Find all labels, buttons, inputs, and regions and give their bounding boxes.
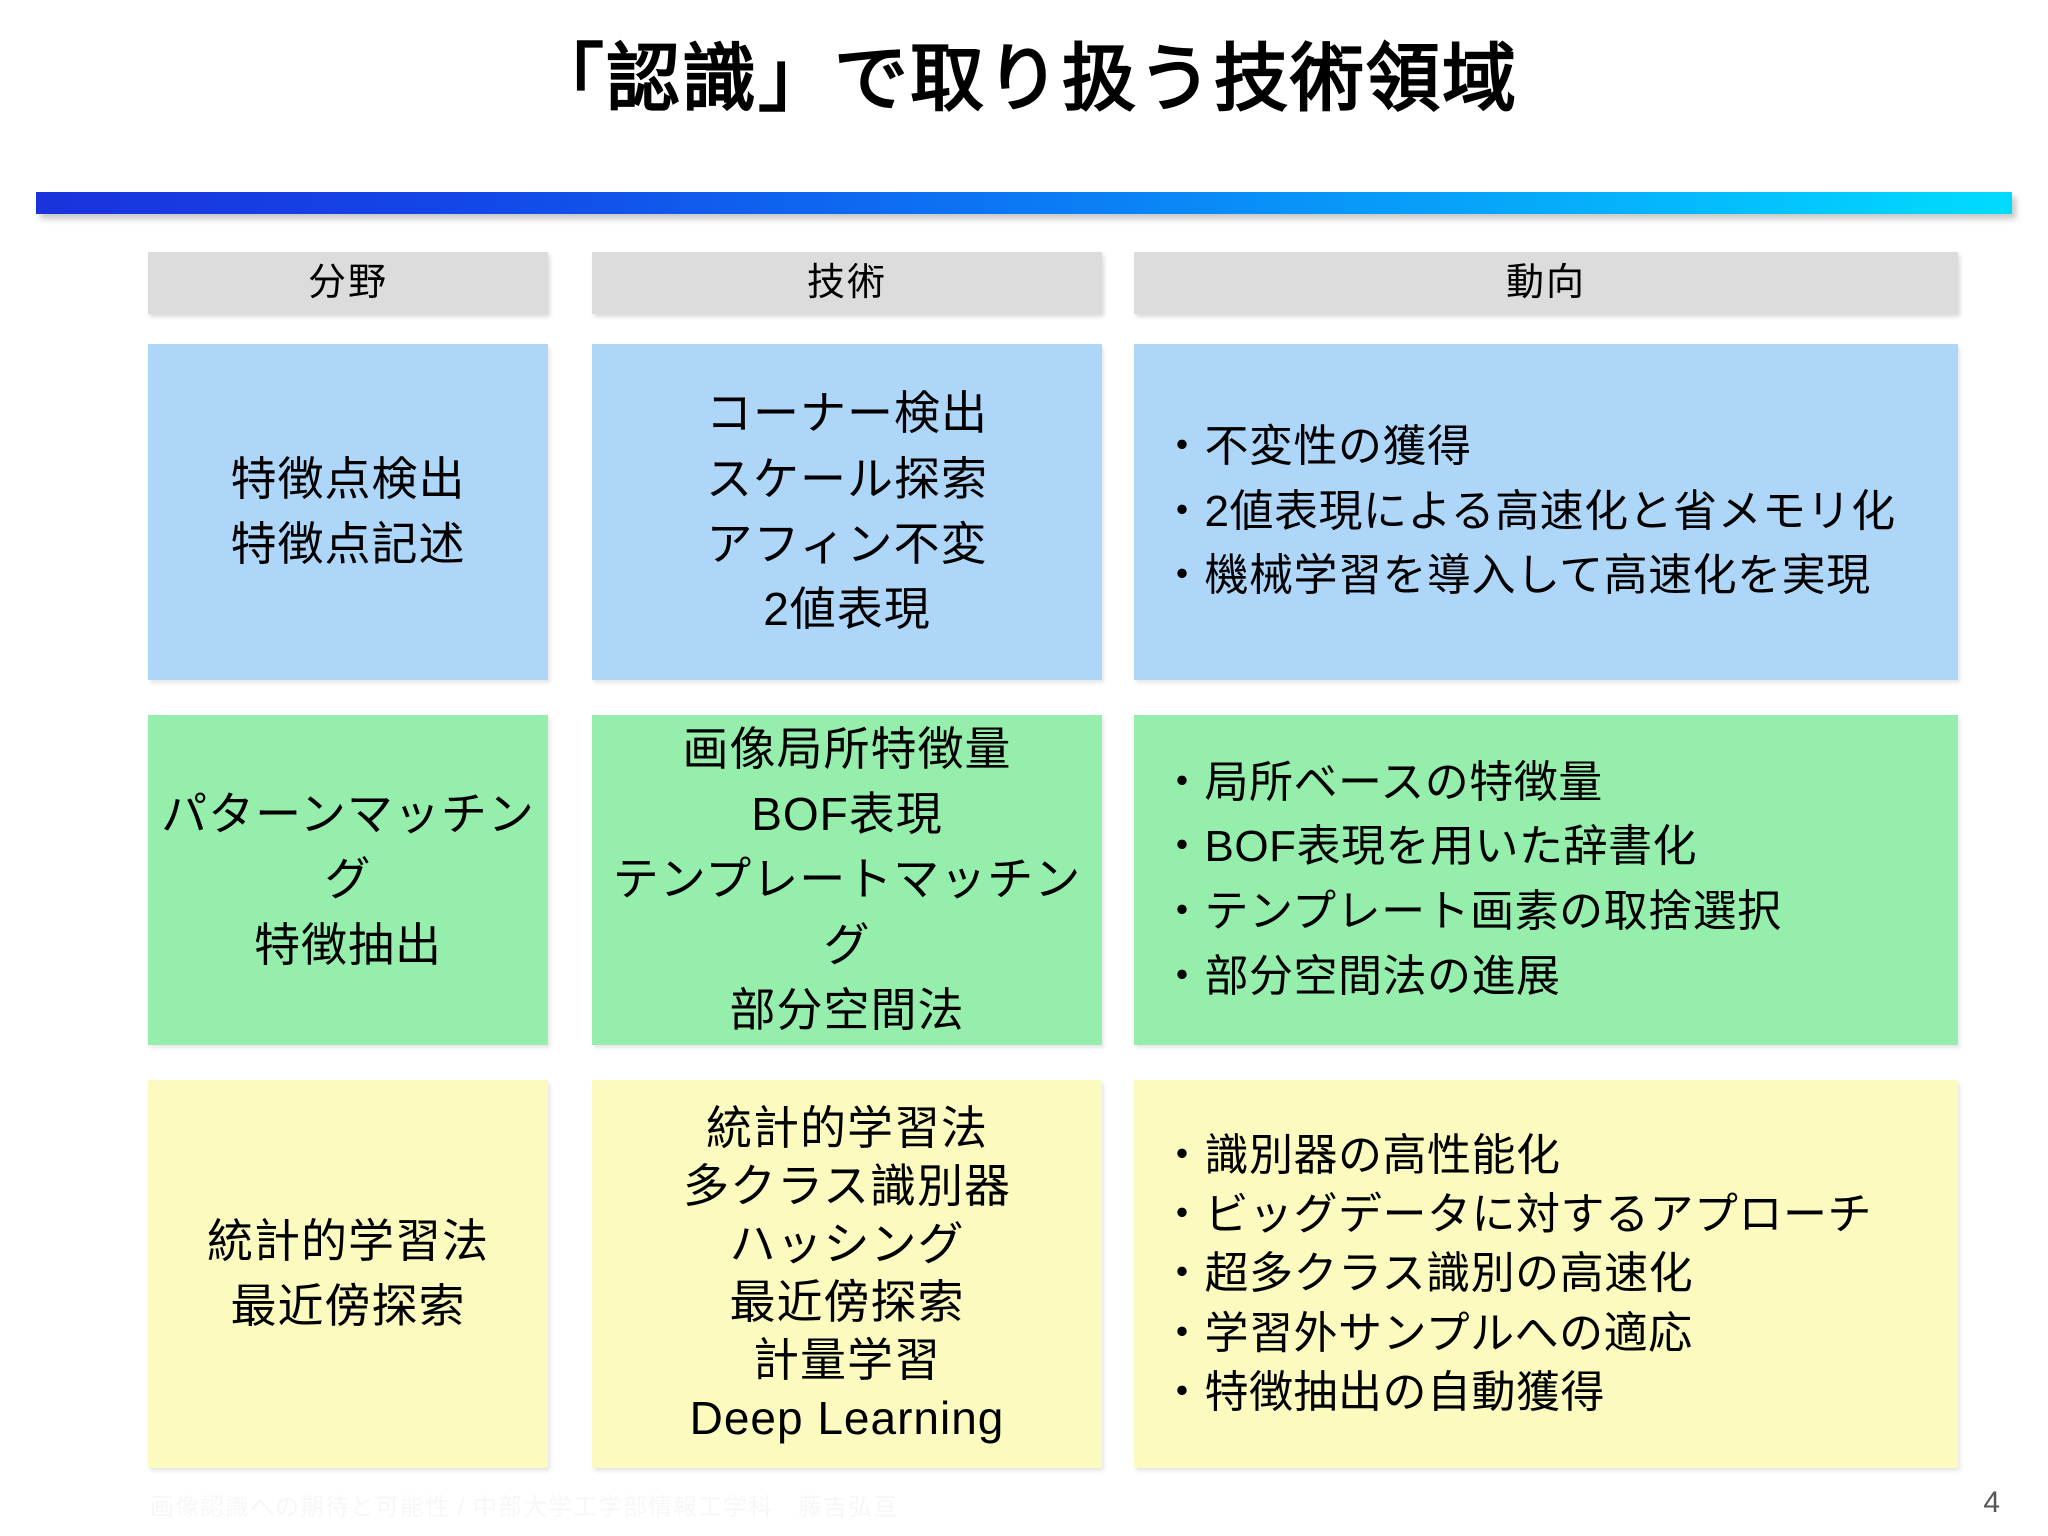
trend-bullet: ・超多クラス識別の高速化 [1160, 1249, 1694, 1299]
field-line: 統計的学習法 [207, 1214, 489, 1267]
technology-line: 計量学習 [753, 1333, 941, 1386]
field-line: パターンマッチング [161, 788, 535, 906]
row-field-cell: 統計的学習法 最近傍探索 [148, 1080, 548, 1468]
slide-footer: 画像認識への期待と可能性 / 中部大学工学部情報工学科 藤吉弘亘 [150, 1494, 899, 1521]
page-title: 「認識」で取り扱う技術領域 [530, 37, 1518, 120]
field-line: 特徴抽出 [254, 918, 442, 971]
trend-bullet: ・特徴抽出の自動獲得 [1160, 1368, 1605, 1418]
row-field-cell: パターンマッチング 特徴抽出 [148, 715, 548, 1045]
row-technology-cell: 画像局所特徴量 BOF表現 テンプレートマッチング 部分空間法 [592, 715, 1102, 1045]
column-gap [548, 1080, 592, 1468]
column-gap [1102, 715, 1134, 1045]
row-trend-cell: ・不変性の獲得 ・2値表現による高速化と省メモリ化 ・機械学習を導入して高速化を… [1134, 344, 1958, 680]
table-row: 統計的学習法 最近傍探索 統計的学習法 多クラス識別器 ハッシング 最近傍探索 … [148, 1080, 1958, 1468]
field-line: 特徴点検出 [230, 452, 466, 505]
trend-bullet: ・学習外サンプルへの適応 [1160, 1308, 1693, 1358]
technology-line: Deep Learning [689, 1391, 1005, 1444]
technology-lines: 統計的学習法 多クラス識別器 ハッシング 最近傍探索 計量学習 Deep Lea… [592, 1100, 1102, 1448]
trend-bullet: ・不変性の獲得 [1160, 421, 1472, 471]
trend-bullet: ・局所ベースの特徴量 [1160, 757, 1603, 807]
column-gap [1102, 252, 1134, 314]
table-row: 特徴点検出 特徴点記述 コーナー検出 スケール探索 アフィン不変 2値表現 ・不… [148, 344, 1958, 680]
technology-lines: コーナー検出 スケール探索 アフィン不変 2値表現 [592, 381, 1102, 642]
column-gap [1102, 1080, 1134, 1468]
trend-bullets: ・不変性の獲得 ・2値表現による高速化と省メモリ化 ・機械学習を導入して高速化を… [1134, 415, 1958, 609]
technology-line: コーナー検出 [706, 387, 988, 440]
technology-lines: 画像局所特徴量 BOF表現 テンプレートマッチング 部分空間法 [592, 717, 1102, 1044]
trend-bullet: ・テンプレート画素の取捨選択 [1160, 887, 1782, 936]
column-gap [548, 252, 592, 314]
trend-bullets: ・局所ベースの特徴量 ・BOF表現を用いた辞書化 ・テンプレート画素の取捨選択 … [1134, 751, 1958, 1010]
page-number: 4 [1983, 1486, 2000, 1519]
column-gap [548, 344, 592, 680]
technology-table: 分野 技術 動向 特徴点検出 特徴点記述 コーナー検出 スケール探索 アフィン不… [148, 252, 1958, 1503]
technology-line: BOF表現 [751, 788, 943, 841]
technology-line: ハッシング [729, 1218, 965, 1271]
field-lines: 統計的学習法 最近傍探索 [148, 1209, 548, 1340]
column-gap [548, 715, 592, 1045]
row-technology-cell: コーナー検出 スケール探索 アフィン不変 2値表現 [592, 344, 1102, 680]
header-cell-technology: 技術 [592, 252, 1102, 314]
trend-bullet: ・識別器の高性能化 [1160, 1130, 1561, 1180]
field-line: 最近傍探索 [230, 1280, 466, 1332]
field-lines: パターンマッチング 特徴抽出 [148, 782, 548, 978]
technology-line: 統計的学習法 [706, 1102, 988, 1155]
trend-bullet: ・機械学習を導入して高速化を実現 [1160, 551, 1871, 601]
table-header-row: 分野 技術 動向 [148, 252, 1958, 314]
row-technology-cell: 統計的学習法 多クラス識別器 ハッシング 最近傍探索 計量学習 Deep Lea… [592, 1080, 1102, 1468]
gradient-bar [36, 192, 2012, 214]
column-gap [1102, 344, 1134, 680]
technology-line: 画像局所特徴量 [682, 722, 1012, 775]
field-lines: 特徴点検出 特徴点記述 [148, 447, 548, 578]
row-trend-cell: ・識別器の高性能化 ・ビッグデータに対するアプローチ ・超多クラス識別の高速化 … [1134, 1080, 1958, 1468]
trend-bullet: ・ビッグデータに対するアプローチ [1160, 1189, 1872, 1239]
trend-bullet: ・部分空間法の進展 [1160, 951, 1561, 1001]
row-trend-cell: ・局所ベースの特徴量 ・BOF表現を用いた辞書化 ・テンプレート画素の取捨選択 … [1134, 715, 1958, 1045]
trend-bullet: ・BOF表現を用いた辞書化 [1160, 822, 1697, 872]
technology-line: 多クラス識別器 [682, 1160, 1012, 1213]
row-field-cell: 特徴点検出 特徴点記述 [148, 344, 548, 680]
trend-bullets: ・識別器の高性能化 ・ビッグデータに対するアプローチ ・超多クラス識別の高速化 … [1134, 1126, 1958, 1423]
technology-line: 部分空間法 [729, 983, 965, 1036]
field-line: 特徴点記述 [230, 518, 466, 570]
technology-line: 2値表現 [763, 583, 931, 636]
technology-line: 最近傍探索 [729, 1276, 965, 1328]
technology-line: テンプレートマッチング [612, 853, 1082, 971]
table-row: パターンマッチング 特徴抽出 画像局所特徴量 BOF表現 テンプレートマッチング… [148, 715, 1958, 1045]
technology-line: アフィン不変 [706, 518, 988, 570]
header-cell-trend: 動向 [1134, 252, 1958, 314]
header-cell-field: 分野 [148, 252, 548, 314]
technology-line: スケール探索 [706, 452, 988, 505]
trend-bullet: ・2値表現による高速化と省メモリ化 [1160, 486, 1896, 536]
accent-divider [36, 192, 2012, 218]
